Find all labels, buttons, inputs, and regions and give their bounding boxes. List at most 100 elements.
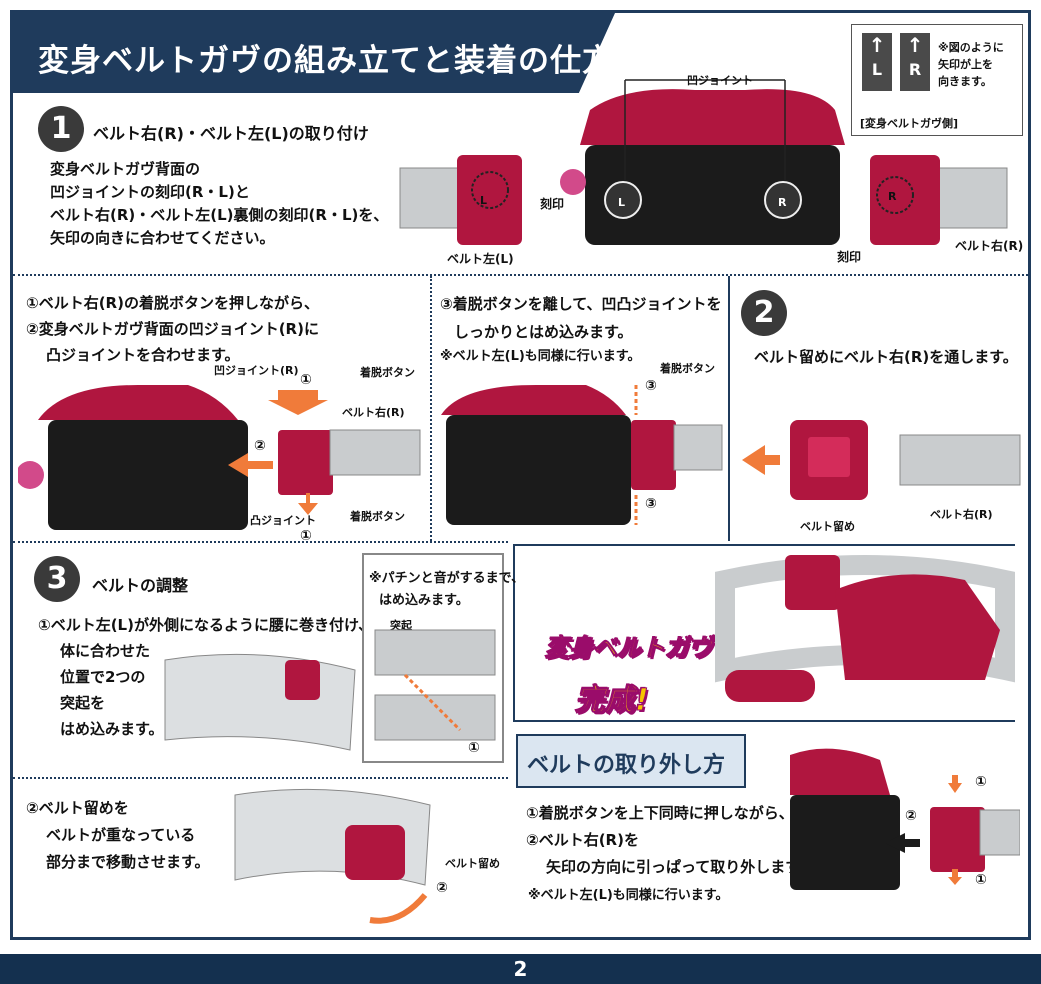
down-arrow-icon [948, 775, 962, 793]
orientation-legend: ↑ L ↑ R ※図のように 矢印が上を 向きます。 [変身ベルトガヴ側] [851, 24, 1023, 136]
removal-note: ※ベルト左(L)も同様に行います。 [528, 888, 729, 903]
label-concave-joint-r: 凹ジョイント(R) [214, 364, 299, 377]
belt-left-buckle [285, 660, 320, 700]
gavv-top-shell [790, 748, 890, 795]
divider [513, 544, 515, 720]
belt-right-buckle [631, 420, 676, 490]
footer-bar [0, 954, 1041, 984]
step-1-badge: 1 [38, 106, 84, 152]
callout-note: ※パチンと音がするまで、 はめ込みます。 [369, 571, 525, 608]
gavv-dial-knob [560, 169, 586, 195]
step-1-text: 変身ベルトガヴ背面の 凹ジョイントの刻印(R・L)と ベルト右(R)・ベルト左(… [50, 160, 389, 247]
belt-right-strap [673, 424, 723, 471]
page-number: 2 [513, 957, 528, 981]
belt-strap-upper [374, 629, 496, 676]
up-arrow-icon: ↑ [868, 33, 886, 57]
label-belt-right: ベルト右(R) [930, 508, 993, 521]
marking-r-belt: R [888, 190, 897, 203]
gavv-body [585, 145, 840, 245]
legend-caption: [変身ベルトガヴ側] [860, 117, 959, 130]
down-arrow-icon [268, 390, 328, 415]
divider [513, 544, 1015, 546]
label-belt-left: ベルト左(L) [447, 250, 514, 267]
divider [728, 276, 730, 541]
label-mark-left: 刻印 [540, 195, 565, 212]
belt-right-strap [899, 434, 1021, 486]
belt-right-buckle [870, 155, 940, 245]
marking-l-body: L [618, 196, 626, 209]
step-marker: ② [436, 880, 448, 896]
belt-keeper-grille [808, 437, 850, 477]
belt-right-buckle [930, 807, 985, 872]
gavv-body [790, 795, 900, 890]
step-3b-text: ②ベルト留めを ベルトが重なっている 部分まで移動させます。 [26, 799, 210, 871]
left-arrow-icon [885, 833, 920, 853]
step-2-text: ベルト留めにベルト右(R)を通します。 [754, 348, 1018, 366]
step-marker: ③ [645, 378, 657, 394]
marking-l-belt: L [480, 194, 488, 207]
removal-text: ①着脱ボタンを上下同時に押しながら、 ②ベルト右(R)を 矢印の方向に引っぱって… [526, 804, 814, 876]
divider [13, 777, 508, 779]
up-arrow-icon [298, 493, 318, 515]
label-concave-joint: 凹ジョイント [687, 74, 753, 87]
divider [13, 541, 508, 543]
belt-strap-lower [374, 694, 496, 741]
legend-tile-right: ↑ R [900, 33, 930, 91]
dashed-arrow [403, 673, 462, 732]
step-marker: ① [300, 372, 312, 388]
mark-circle-belt-left [471, 171, 509, 209]
mark-circle-belt-right [876, 176, 914, 214]
step-marker: ③ [645, 496, 657, 512]
divider [513, 720, 1015, 722]
step-3-illustration [164, 653, 356, 751]
step-3-heading: ベルトの調整 [92, 576, 189, 595]
label-belt-keeper: ベルト留め [445, 857, 500, 870]
step-3b-illustration [234, 788, 431, 924]
belt-right-strap [329, 429, 421, 476]
divider [13, 274, 1028, 276]
belt-right-buckle [278, 430, 333, 495]
step-1b-illustration [441, 385, 723, 525]
step-3-badge: 3 [34, 556, 80, 602]
gavv-body [48, 420, 248, 530]
gavv-top-shell [441, 385, 626, 415]
belt-left-buckle [457, 155, 522, 245]
label-release-button: 着脱ボタン [660, 362, 715, 375]
step-1a-text: ①ベルト右(R)の着脱ボタンを押しながら、 ②変身ベルトガヴ背面の凹ジョイント(… [26, 294, 319, 364]
gavv-top-shell [38, 385, 238, 420]
legend-letter: L [871, 60, 883, 79]
label-belt-right: ベルト右(R) [955, 237, 1024, 254]
gavv-top-shell [580, 89, 845, 145]
marking-r-body: R [778, 196, 787, 209]
gavv-dial-knob [18, 461, 44, 489]
step-2-illustration [742, 420, 1021, 500]
label-convex-joint: 凸ジョイント [250, 514, 316, 527]
step-2-badge: 2 [741, 290, 787, 336]
step-marker: ② [905, 808, 917, 824]
mark-circle-body-left [604, 181, 642, 219]
left-arrow-icon [742, 445, 780, 475]
step-marker: ① [975, 872, 987, 888]
gavv-body [446, 415, 631, 525]
label-release-button: 着脱ボタン [360, 366, 415, 379]
step-1b-text: ③着脱ボタンを離して、凹凸ジョイントを しっかりとはめ込みます。 [440, 295, 722, 341]
gavv-dial-knob [725, 670, 815, 702]
step-1a-illustration [18, 385, 421, 530]
mark-circle-body-right [764, 181, 802, 219]
step-marker: ① [468, 740, 480, 756]
curved-arrow-icon [369, 893, 428, 924]
divider [430, 276, 432, 541]
label-belt-right: ベルト右(R) [342, 406, 405, 419]
belt-keeper [345, 825, 405, 880]
removal-illustration [790, 748, 1020, 890]
belt-loop [164, 653, 356, 751]
gavv-top-shell [835, 574, 1000, 680]
complete-illustration [715, 555, 1015, 702]
up-arrow-icon: ↑ [906, 33, 924, 57]
label-protrusion: 突起 [390, 619, 412, 632]
page-frame [10, 10, 1031, 940]
step-marker: ② [254, 438, 266, 454]
label-belt-keeper: ベルト留め [800, 520, 855, 533]
removal-title: ベルトの取り外し方 [527, 753, 726, 778]
label-release-button: 着脱ボタン [350, 510, 405, 523]
